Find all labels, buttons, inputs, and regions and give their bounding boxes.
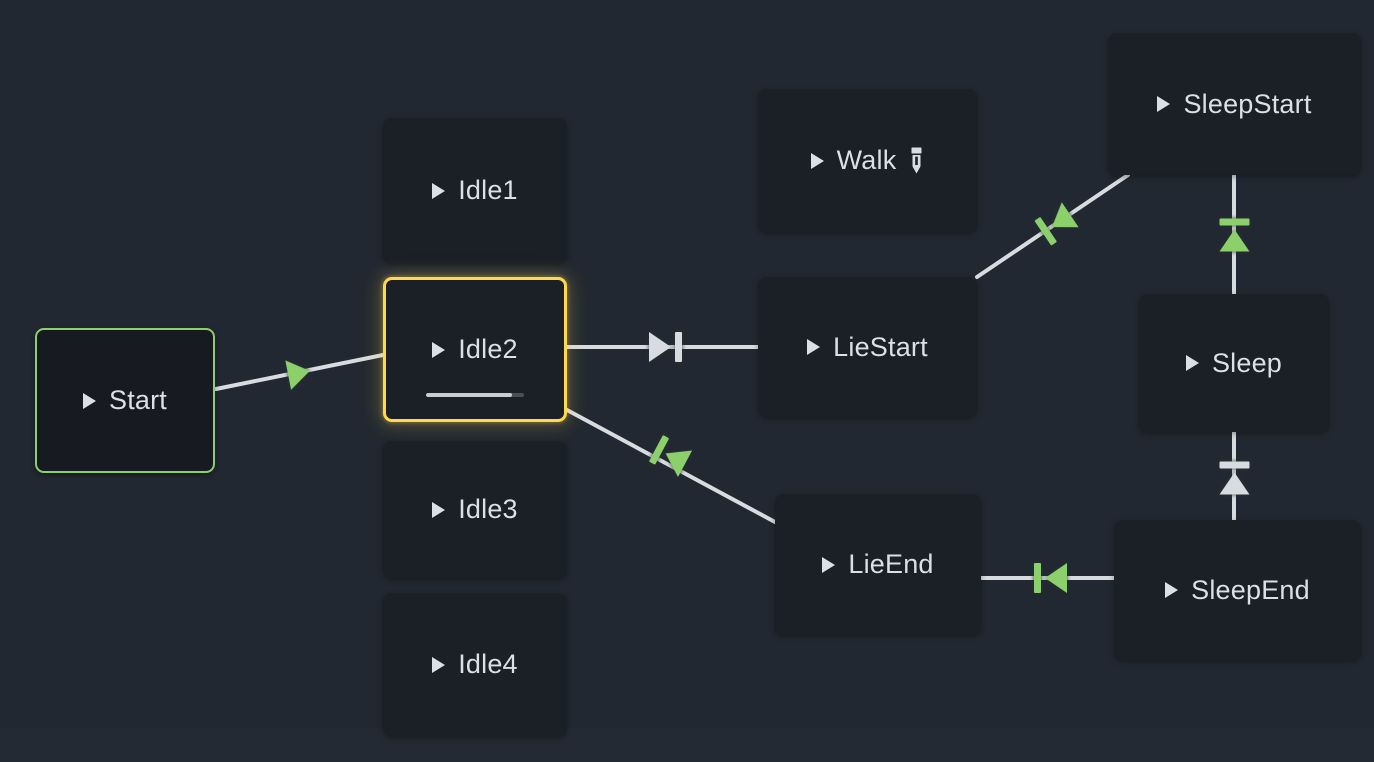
node-content-row: LieEnd: [822, 549, 933, 580]
state-node-idle1[interactable]: Idle1: [383, 118, 567, 263]
play-icon[interactable]: [822, 556, 836, 573]
node-content-row: LieStart: [807, 332, 928, 363]
node-progress-track[interactable]: [426, 393, 524, 397]
play-icon[interactable]: [1157, 96, 1171, 112]
node-label: Start: [108, 385, 168, 415]
node-content-row: Idle2: [432, 334, 518, 365]
node-label: LieStart: [833, 331, 928, 362]
state-node-idle2[interactable]: Idle2: [383, 277, 567, 422]
node-content-row: Sleep: [1185, 347, 1283, 379]
play-icon[interactable]: [432, 656, 446, 673]
node-content-row: Walk: [810, 145, 925, 176]
node-content-row: Start: [82, 385, 168, 416]
node-label: Idle2: [458, 334, 518, 364]
state-node-sleepstart[interactable]: SleepStart: [1108, 33, 1361, 175]
state-node-walk[interactable]: Walk: [758, 89, 977, 232]
play-icon[interactable]: [432, 341, 446, 358]
play-icon[interactable]: [432, 501, 446, 518]
state-node-sleep[interactable]: Sleep: [1139, 294, 1329, 432]
state-node-sleepend[interactable]: SleepEnd: [1114, 520, 1361, 660]
play-icon[interactable]: [1185, 355, 1199, 371]
node-label: LieEnd: [848, 549, 934, 579]
node-label: Idle4: [458, 649, 518, 679]
node-label: SleepStart: [1183, 88, 1312, 119]
node-content-row: Idle4: [432, 649, 518, 680]
node-label: SleepEnd: [1191, 574, 1310, 605]
play-icon[interactable]: [1165, 582, 1179, 598]
pencil-icon[interactable]: [909, 147, 924, 174]
play-icon[interactable]: [432, 182, 446, 199]
node-content-row: SleepEnd: [1165, 575, 1310, 606]
node-label: Walk: [836, 145, 897, 175]
play-icon[interactable]: [82, 392, 96, 409]
play-icon[interactable]: [807, 339, 821, 355]
play-icon[interactable]: [810, 152, 824, 169]
canvas-bottom-band: [0, 728, 1374, 762]
node-content-row: Idle3: [432, 494, 518, 525]
node-label: Sleep: [1211, 347, 1283, 378]
state-node-lieend[interactable]: LieEnd: [775, 494, 981, 635]
node-content-row: Idle1: [432, 175, 518, 206]
state-node-liestart[interactable]: LieStart: [758, 277, 977, 417]
state-node-idle3[interactable]: Idle3: [383, 441, 567, 578]
state-node-idle4[interactable]: Idle4: [383, 593, 567, 736]
node-progress-fill: [426, 393, 513, 397]
state-node-start[interactable]: Start: [35, 328, 215, 473]
node-label: Idle3: [458, 494, 518, 524]
node-content-row: SleepStart: [1157, 89, 1311, 120]
node-label: Idle1: [458, 175, 518, 205]
